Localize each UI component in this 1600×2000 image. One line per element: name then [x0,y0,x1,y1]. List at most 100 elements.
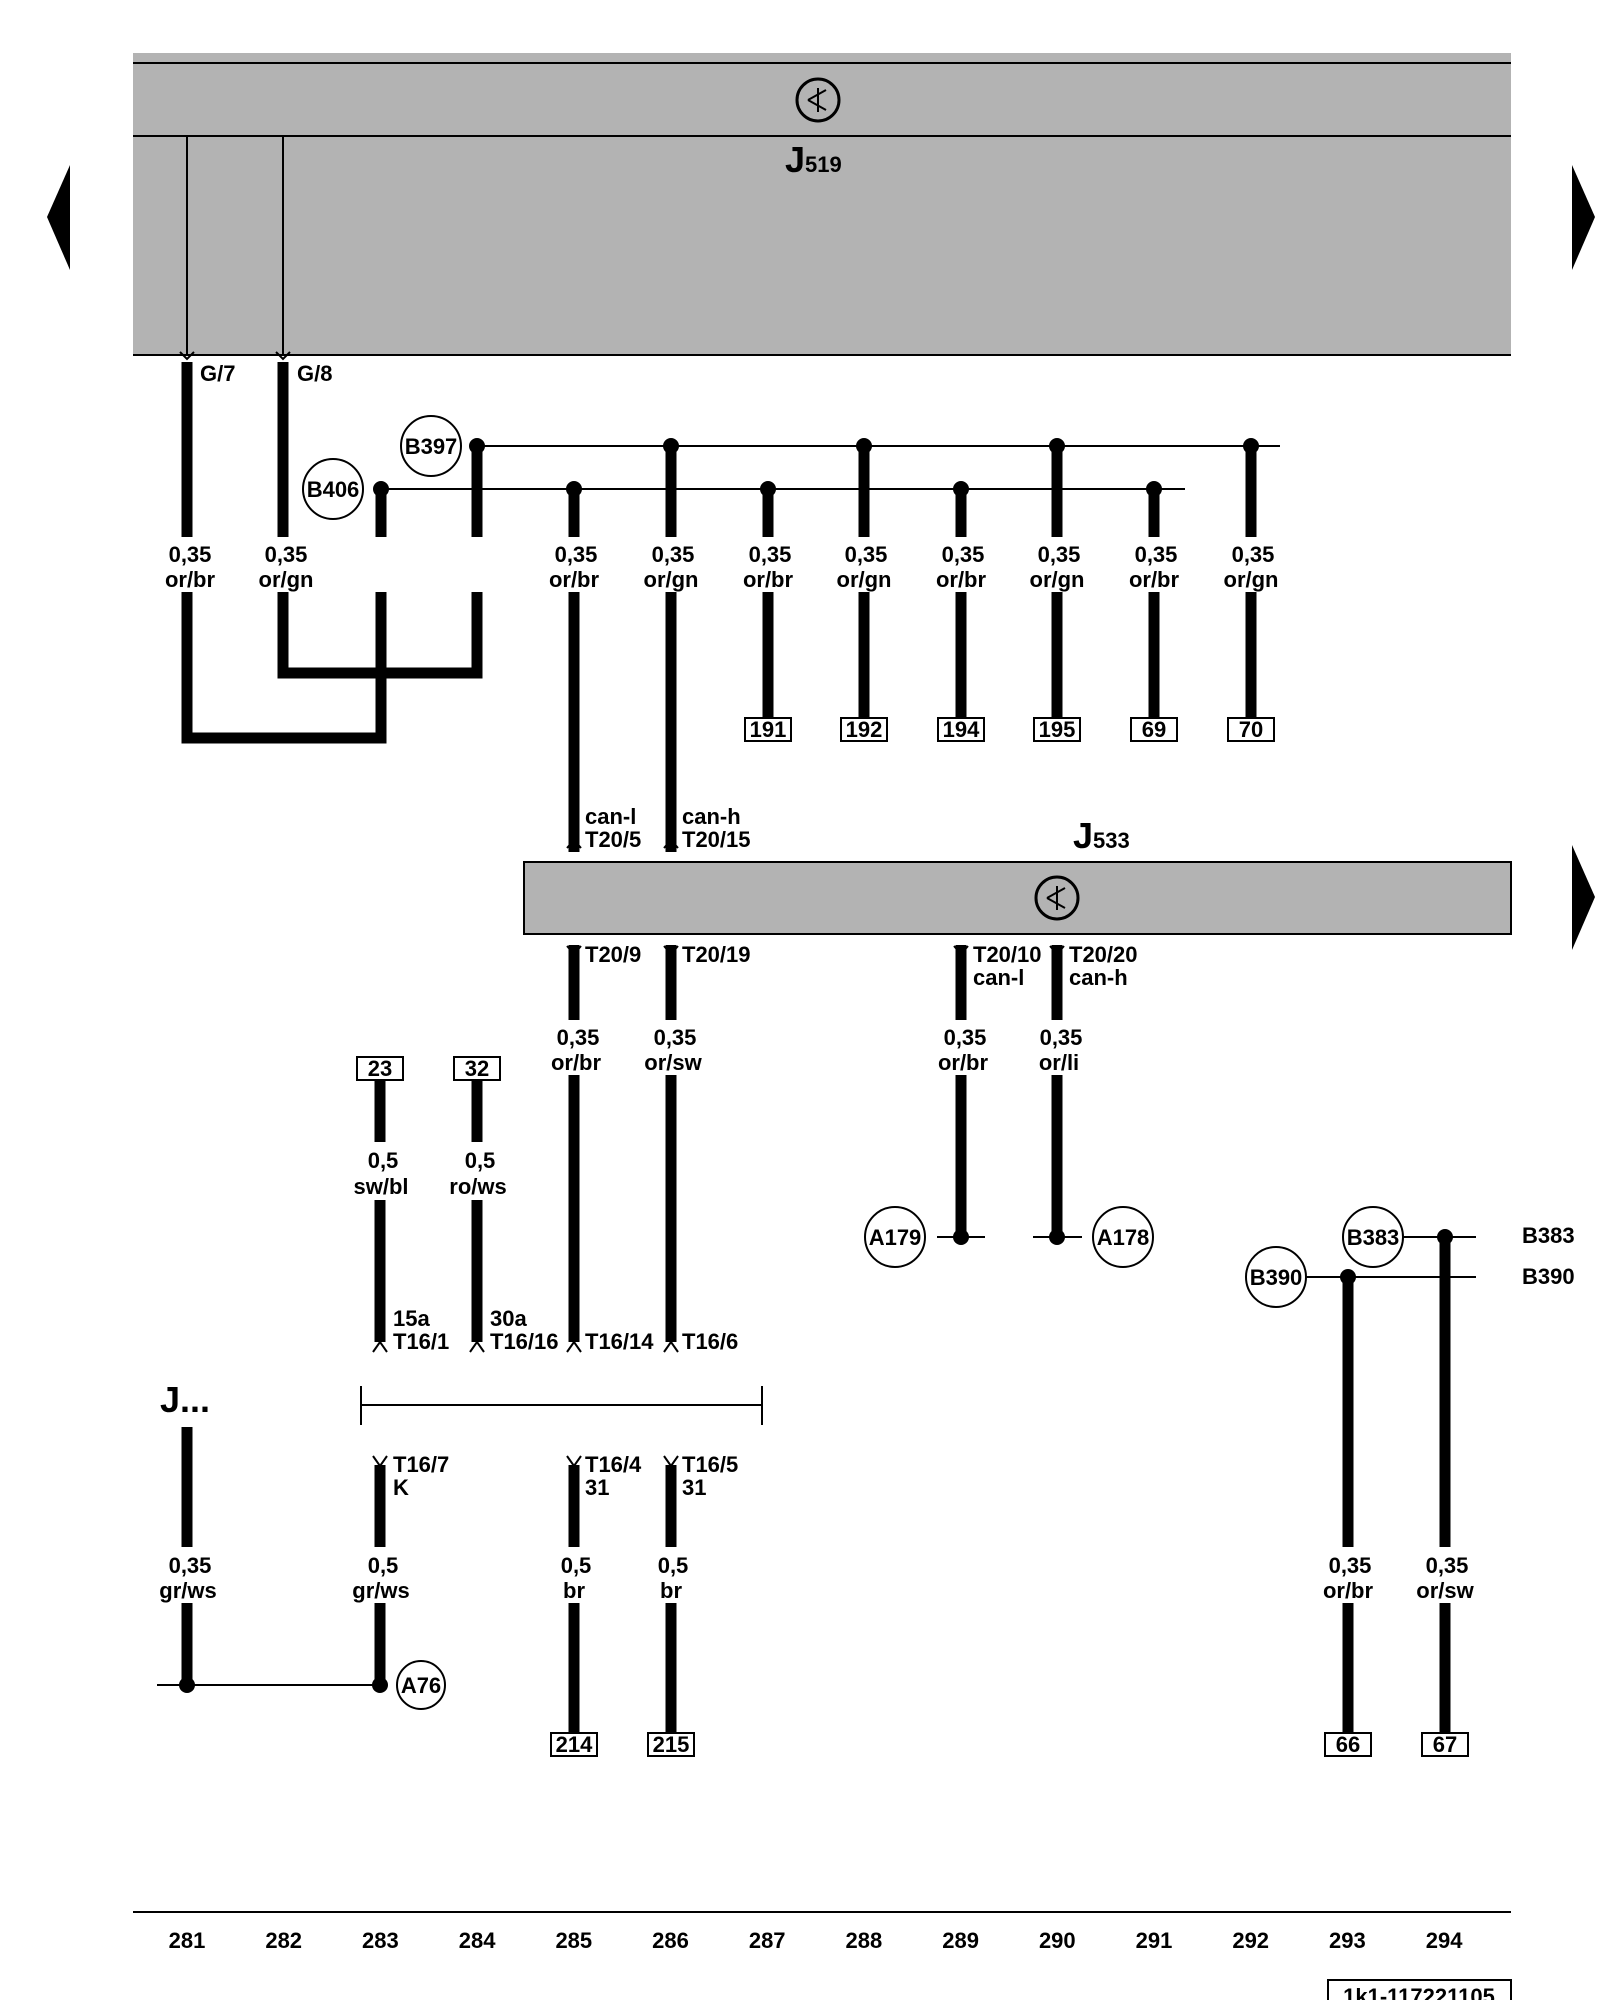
svg-text:30a: 30a [490,1306,527,1331]
j519-label: J519 [785,139,842,180]
svg-text:0,35: 0,35 [1329,1553,1372,1578]
right-bus [1280,1229,1476,1737]
svg-text:0,35: 0,35 [555,542,598,567]
pin-label: T20/9 [585,942,641,967]
track-number: 289 [942,1928,979,1953]
svg-text:0,35: 0,35 [845,542,888,567]
svg-text:195: 195 [1039,717,1076,742]
svg-text:br: br [660,1578,682,1603]
track-number: 292 [1232,1928,1269,1953]
svg-text:or/gn: or/gn [644,567,699,592]
track-number: 284 [459,1928,496,1953]
ref-boxes-mid: 23 32 [356,1056,501,1081]
edge-label: B383 [1522,1223,1575,1248]
pin-label: T20/10 [973,942,1042,967]
node-a76: A76 [396,1660,446,1710]
svg-text:0,35: 0,35 [749,542,792,567]
svg-text:or/br: or/br [1129,567,1180,592]
track-number: 286 [652,1928,689,1953]
svg-text:0,35: 0,35 [652,542,695,567]
mid-wire-labels: 0,35 or/br 0,35 or/sw 0,35 or/br 0,35 or… [545,1020,1105,1075]
ref-boxes-bottom: 214 215 66 67 [550,1732,1469,1757]
ref-boxes-top: 191 192 194 195 69 70 [744,717,1275,742]
top-wire-labels: 0,35 or/br 0,35 or/gn 0,35 or/br 0,35 or… [150,537,1280,592]
svg-text:T16/6: T16/6 [682,1329,738,1354]
t16-connector-lower: T16/7 K T16/4 31 T16/5 31 [372,1452,738,1500]
svg-text:70: 70 [1239,717,1263,742]
svg-text:or/br: or/br [936,567,987,592]
svg-text:194: 194 [943,717,980,742]
svg-text:0,35: 0,35 [169,1553,212,1578]
svg-text:T16/1: T16/1 [393,1329,449,1354]
svg-text:B390: B390 [1250,1265,1303,1290]
wire-color: sw/bl [353,1174,408,1199]
gateway-icon [1034,875,1080,921]
svg-text:or/gn: or/gn [1224,567,1279,592]
nav-prev-arrow[interactable] [47,165,70,270]
connector-bracket [360,1386,763,1425]
svg-text:A178: A178 [1097,1225,1150,1250]
svg-text:0,5: 0,5 [561,1553,592,1578]
svg-text:B406: B406 [307,477,360,502]
wire-size: 0,5 [368,1148,399,1173]
j533-label: J533 [1073,815,1130,856]
svg-text:23: 23 [368,1056,392,1081]
svg-text:0,35: 0,35 [944,1025,987,1050]
svg-text:gr/ws: gr/ws [159,1578,216,1603]
svg-text:215: 215 [653,1732,690,1757]
svg-text:214: 214 [556,1732,593,1757]
bus-drops [566,438,1259,852]
svg-text:or/br: or/br [938,1050,989,1075]
pin-signal: can-l [973,965,1024,990]
wire-size: 0,5 [465,1148,496,1173]
track-number: 282 [265,1928,302,1953]
svg-text:K: K [393,1475,409,1500]
svg-text:T16/7: T16/7 [393,1452,449,1477]
svg-text:A179: A179 [869,1225,922,1250]
node-b397: B397 [400,415,462,477]
svg-text:or/br: or/br [551,1050,602,1075]
pin-signal: can-h [682,804,741,829]
nav-next-arrow-lower[interactable] [1572,845,1595,950]
svg-text:32: 32 [465,1056,489,1081]
svg-text:or/br: or/br [549,567,600,592]
svg-text:31: 31 [585,1475,609,1500]
node-b390: B390 [1245,1246,1307,1308]
svg-text:0,35: 0,35 [1135,542,1178,567]
nav-next-arrow[interactable] [1572,165,1595,270]
svg-text:0,5: 0,5 [368,1553,399,1578]
svg-text:0,35: 0,35 [942,542,985,567]
j519-module: J519 [133,53,1511,356]
svg-text:1k1-117221105: 1k1-117221105 [1343,1984,1495,2000]
svg-text:or/gn: or/gn [837,567,892,592]
svg-text:or/gn: or/gn [259,567,314,592]
svg-text:or/br: or/br [743,567,794,592]
svg-text:0,35: 0,35 [1426,1553,1469,1578]
svg-text:15a: 15a [393,1306,430,1331]
svg-text:0,5: 0,5 [658,1553,689,1578]
svg-text:T16/4: T16/4 [585,1452,642,1477]
pin-label: G/7 [200,361,235,386]
track-number: 285 [555,1928,592,1953]
svg-text:0,35: 0,35 [557,1025,600,1050]
svg-text:B383: B383 [1347,1225,1400,1250]
svg-text:0,35: 0,35 [1038,542,1081,567]
gateway-icon [795,77,841,123]
t16-connector-upper: 15a T16/1 30a T16/16 T16/14 T16/6 [372,1306,738,1354]
svg-text:gr/ws: gr/ws [352,1578,409,1603]
node-a178: A178 [1092,1206,1154,1268]
pin-label: T20/15 [682,827,751,852]
svg-text:0,35: 0,35 [654,1025,697,1050]
svg-text:192: 192 [846,717,883,742]
svg-text:or/sw: or/sw [1416,1578,1474,1603]
svg-text:191: 191 [750,717,787,742]
track-number: 293 [1329,1928,1366,1953]
pin-signal: can-h [1069,965,1128,990]
svg-text:0,35: 0,35 [265,542,308,567]
track-number: 281 [169,1928,206,1953]
svg-text:0,35: 0,35 [1232,542,1275,567]
pin-signal: can-l [585,804,636,829]
svg-text:31: 31 [682,1475,706,1500]
node-b383: B383 [1342,1206,1404,1268]
